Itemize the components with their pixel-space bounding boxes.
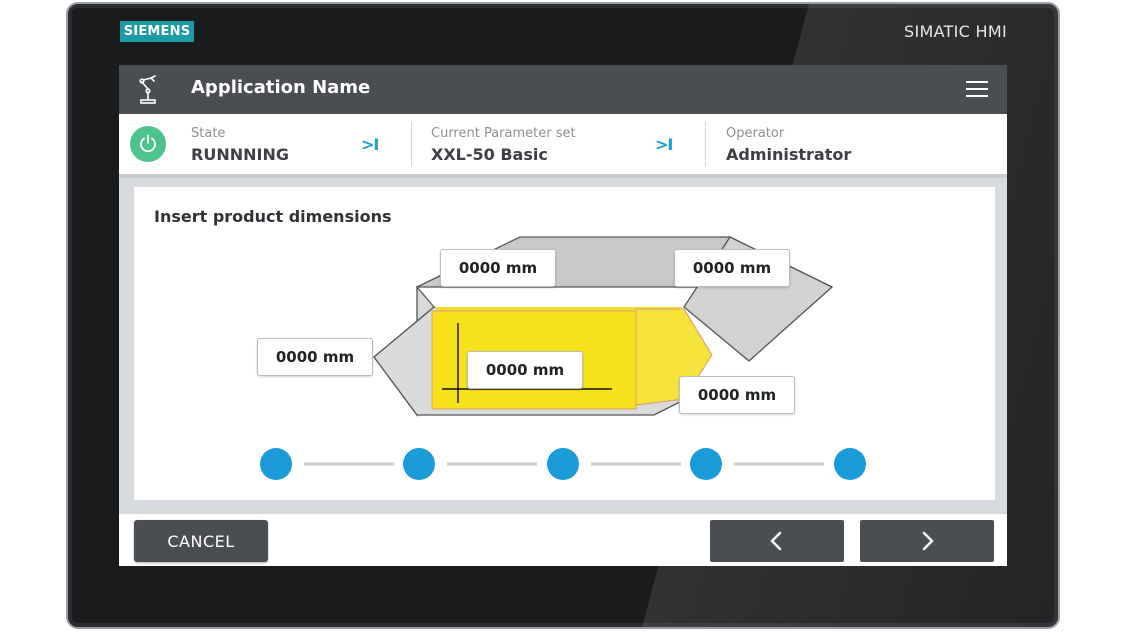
app-title: Application Name (191, 77, 371, 98)
dimension-input-left[interactable]: 0000 mm (257, 338, 373, 376)
operator-value: Administrator (726, 145, 852, 164)
status-bar: State RUNNNING >I Current Parameter set … (119, 114, 1007, 178)
dimension-input-center[interactable]: 0000 mm (467, 351, 583, 389)
section-title: Insert product dimensions (154, 207, 392, 226)
footer-bar: CANCEL (119, 514, 1007, 566)
step-dot-5 (834, 448, 866, 480)
power-icon (140, 134, 156, 153)
dimension-input-top[interactable]: 0000 mm (440, 249, 556, 287)
parameter-set-value: XXL-50 Basic (431, 145, 548, 164)
step-indicator (260, 448, 866, 480)
step-dot-3 (547, 448, 579, 480)
device-model-label: SIMATIC HMI (904, 22, 1007, 41)
step-dot-4 (690, 448, 722, 480)
cancel-button[interactable]: CANCEL (134, 520, 268, 562)
step-dot-1 (260, 448, 292, 480)
dimension-input-bottom-right[interactable]: 0000 mm (679, 376, 795, 414)
dimension-input-top-right[interactable]: 0000 mm (674, 249, 790, 287)
power-button[interactable] (130, 126, 166, 162)
robot-arm-icon (139, 75, 156, 104)
chevron-right-icon (922, 531, 934, 551)
main-panel: Insert product dimensions (134, 187, 995, 500)
step-dot-2 (403, 448, 435, 480)
status-divider (411, 122, 412, 166)
next-button[interactable] (860, 520, 994, 562)
status-divider (705, 122, 706, 166)
previous-button[interactable] (710, 520, 844, 562)
hmi-screen: Application Name State RUNNNING >I Curre… (119, 65, 1007, 566)
parameter-jump-button[interactable]: >I (655, 135, 673, 154)
state-label: State (191, 126, 226, 141)
state-value: RUNNNING (191, 145, 289, 164)
parameter-set-label: Current Parameter set (431, 126, 576, 141)
siemens-logo: SIEMENS (120, 21, 194, 42)
operator-label: Operator (726, 126, 785, 141)
chevron-left-icon (770, 531, 782, 551)
state-jump-button[interactable]: >I (361, 135, 379, 154)
hamburger-menu-icon[interactable] (966, 81, 988, 97)
title-bar: Application Name (119, 65, 1007, 114)
